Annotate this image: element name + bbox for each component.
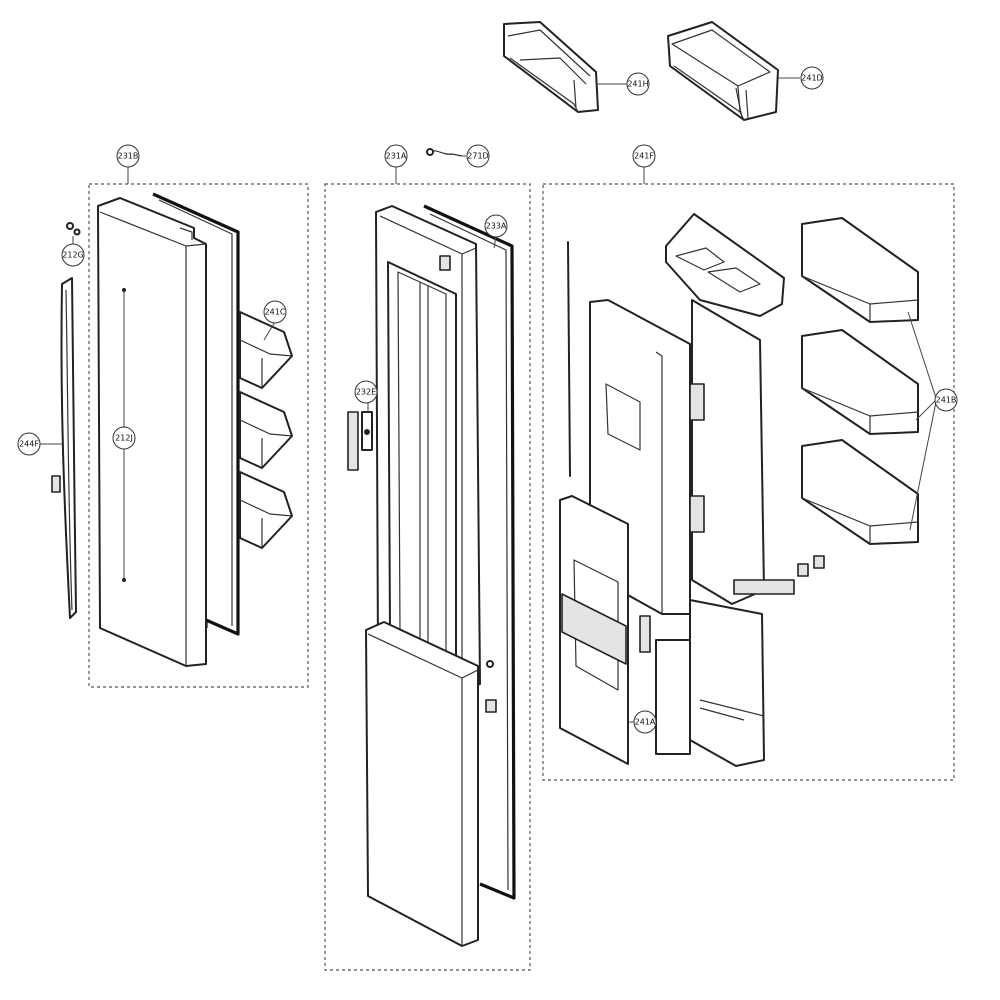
callout-241D-label: 241D: [801, 74, 822, 83]
shelf-bins-241C: [239, 311, 293, 549]
callout-244F-label: 244F: [19, 440, 39, 449]
callout-212G-label: 212G: [62, 251, 83, 260]
door-handle-244F: [51, 277, 77, 619]
door-liner-rod: [567, 241, 571, 477]
screw-212G: [66, 222, 81, 244]
callout-212J: 212J: [112, 426, 136, 450]
callout-233A: 233A: [484, 214, 508, 238]
door-bin-assembly-box: [542, 183, 955, 781]
callout-212J-label: 212J: [115, 434, 133, 443]
center-door-lower-panel: [365, 621, 479, 947]
dispenser-lower-panel-241A: [559, 495, 629, 765]
small-fasteners: [485, 660, 497, 713]
center-door-assembly-box: [324, 183, 531, 971]
callout-241D: 241D: [800, 66, 824, 90]
small-clips: [797, 555, 825, 577]
callout-241C: 241C: [263, 300, 287, 324]
callout-244F: 244F: [17, 432, 41, 456]
callout-233A-label: 233A: [486, 222, 507, 231]
callout-232E-label: 232E: [356, 388, 376, 397]
callout-241B-label: 241B: [936, 396, 957, 405]
callout-241B: 241B: [934, 388, 958, 412]
callout-241A: 241A: [633, 710, 657, 734]
callout-231B-label: 231B: [118, 152, 139, 161]
callout-241F-label: 241F: [634, 152, 654, 161]
callout-231A: 231A: [384, 144, 408, 168]
hinge-bracket-232E: [347, 411, 373, 471]
left-door-assembly-box: [88, 183, 309, 688]
center-door-gasket-233A: [423, 204, 516, 900]
callout-231B: 231B: [116, 144, 140, 168]
wire-harness-271D: [426, 148, 463, 157]
callout-231A-label: 231A: [386, 152, 407, 161]
callout-241A-label: 241A: [635, 718, 656, 727]
callout-241H-label: 241H: [627, 80, 648, 89]
door-bins-241B: [801, 217, 919, 545]
left-door-panel: [97, 197, 207, 667]
leader-lines: [40, 77, 937, 723]
callout-271D: 271D: [466, 144, 490, 168]
door-bin-241D: [667, 21, 779, 121]
door-liner-frame: [639, 213, 795, 767]
center-door-frame: [375, 205, 481, 691]
callout-212G: 212G: [61, 243, 85, 267]
callout-241C-label: 241C: [265, 308, 286, 317]
callout-232E: 232E: [354, 380, 378, 404]
callout-241F: 241F: [632, 144, 656, 168]
callout-271D-label: 271D: [467, 152, 488, 161]
callout-241H: 241H: [626, 72, 650, 96]
door-bin-241H: [503, 21, 599, 113]
